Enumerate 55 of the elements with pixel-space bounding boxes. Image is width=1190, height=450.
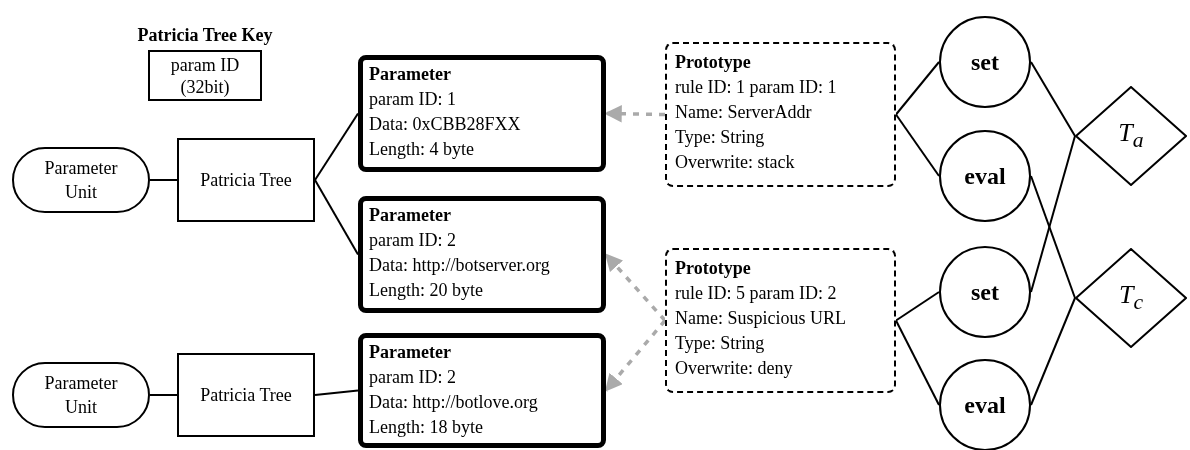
diamond-label: T$_{a}$: [1118, 118, 1144, 154]
key-box: param ID (32bit): [148, 50, 262, 101]
card-field: Data: 0xCBB28FXX: [369, 112, 595, 137]
terminal-box: Parameter Unit: [12, 362, 150, 428]
parameter-card: [358, 333, 606, 448]
card-heading: Prototype: [675, 51, 752, 74]
card-heading: Parameter: [369, 63, 452, 86]
connector-line: [1030, 61, 1076, 137]
connector-line: [895, 319, 940, 406]
connector-line: [149, 394, 178, 396]
card-field: Overwrite: stack: [675, 150, 886, 175]
card-field: Overwrite: deny: [675, 356, 886, 381]
card-field: Type: String: [675, 125, 886, 150]
parameter-card: [358, 55, 606, 172]
operation-circle: eval: [939, 359, 1031, 450]
parameter-card: [358, 196, 606, 313]
card-field: param ID: 2: [369, 365, 595, 390]
card-field: Data: http://botserver.org: [369, 253, 595, 278]
card-field: Type: String: [675, 331, 886, 356]
card-field: param ID: 1: [369, 87, 595, 112]
process-box: Patricia Tree: [177, 353, 315, 437]
card-field: Name: Suspicious URL: [675, 306, 886, 331]
connector-line: [314, 389, 359, 396]
card-field: param ID: 2: [369, 228, 595, 253]
connector-line: [895, 113, 940, 177]
operation-circle: set: [939, 246, 1031, 338]
card-heading: Prototype: [675, 257, 752, 280]
card-field: Name: ServerAddr: [675, 100, 886, 125]
process-box: Patricia Tree: [177, 138, 315, 222]
diamond-label: T$_{c}$: [1118, 280, 1144, 316]
connector-line: [895, 291, 940, 322]
operation-circle: eval: [939, 130, 1031, 222]
card-field: Length: 4 byte: [369, 137, 595, 162]
connector-line: [895, 61, 940, 116]
dashed-arrow: [604, 105, 666, 123]
card-field: Length: 18 byte: [369, 415, 595, 440]
card-field: rule ID: 1 param ID: 1: [675, 75, 886, 100]
operation-circle: set: [939, 16, 1031, 108]
key-heading: Patricia Tree Key: [137, 24, 273, 46]
card-field: Data: http://botlove.org: [369, 390, 595, 415]
card-heading: Parameter: [369, 204, 452, 227]
dashed-arrow: [604, 319, 667, 392]
connector-line: [314, 179, 359, 256]
connector-line: [1030, 135, 1076, 293]
connector-line: [1030, 175, 1076, 299]
terminal-box: Parameter Unit: [12, 147, 150, 213]
card-heading: Parameter: [369, 341, 452, 364]
card-field: rule ID: 5 param ID: 2: [675, 281, 886, 306]
connector-line: [314, 112, 359, 181]
dashed-arrow: [604, 253, 667, 322]
connector-line: [1030, 297, 1076, 406]
prototype-card: [665, 248, 896, 393]
card-field: Length: 20 byte: [369, 278, 595, 303]
connector-line: [149, 179, 178, 181]
prototype-card: [665, 42, 896, 187]
